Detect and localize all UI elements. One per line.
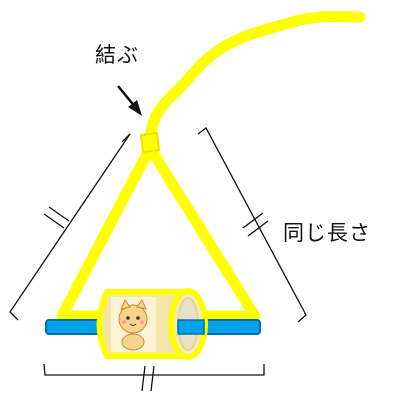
string-tail [144,10,366,146]
tie-label: 結ぶ [95,43,139,67]
right-side-bracket [197,127,307,323]
cat-character-icon [111,297,156,352]
arrow-icon [117,85,142,116]
left-side-bracket [9,133,131,321]
same-length-label: 同じ長さ [283,221,371,245]
bottom-bracket [43,363,265,392]
knot [139,131,161,154]
